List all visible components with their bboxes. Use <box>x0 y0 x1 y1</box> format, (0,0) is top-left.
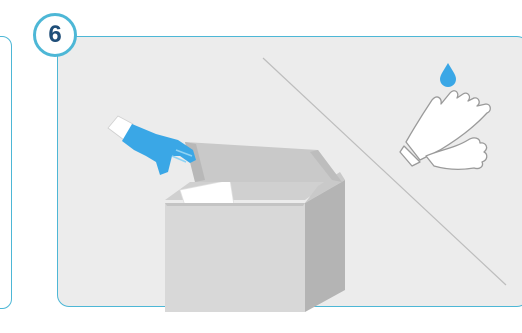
step-number: 6 <box>48 21 61 49</box>
step-number-badge: 6 <box>33 13 77 57</box>
open-box-icon <box>165 142 345 312</box>
washing-hands-icon <box>400 91 490 170</box>
gloved-hand-icon <box>108 116 196 175</box>
water-droplet-icon <box>440 63 456 87</box>
